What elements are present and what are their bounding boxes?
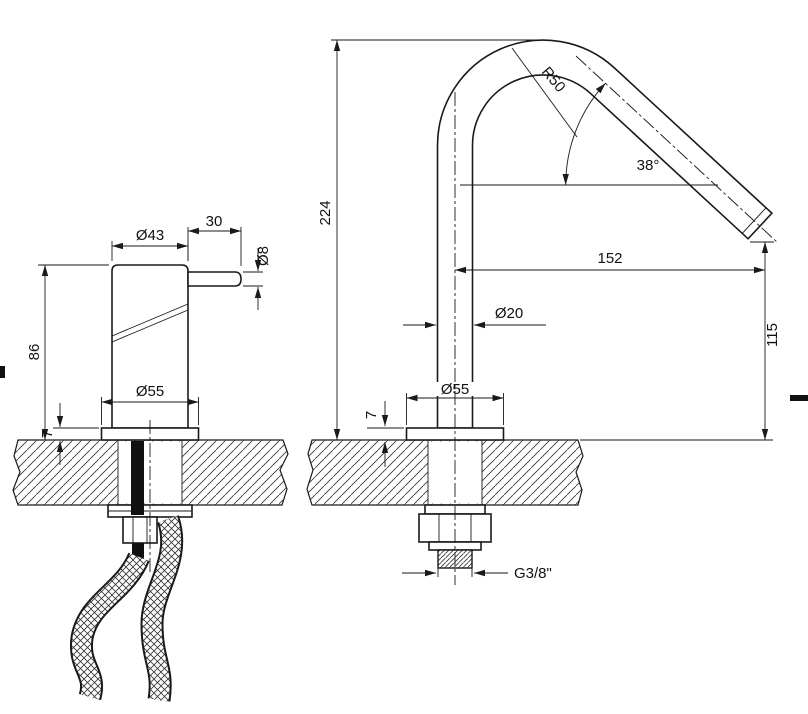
shank-edges xyxy=(427,440,483,505)
dim-label-spout-reach: 152 xyxy=(597,250,622,267)
dim-label-thread-size: G3/8" xyxy=(514,565,552,582)
dim-label-lever-diameter: Ø8 xyxy=(255,246,272,266)
mounting-stud-end xyxy=(132,543,144,559)
dim-label-outlet-height: 115 xyxy=(764,323,781,347)
dim-label-spout-angle: 38° xyxy=(637,157,660,174)
dim-label-body-diameter: Ø43 xyxy=(136,227,164,244)
dim-thread-size: G3/8" xyxy=(402,565,552,582)
dim-total-height: 224 xyxy=(317,39,543,440)
dim-body-height: 86 xyxy=(26,264,109,440)
left-view-mixer-control: Ø43 30 Ø8 86 Ø55 xyxy=(12,213,289,702)
dim-label-base-diameter-left: Ø55 xyxy=(136,383,164,400)
mixer-lever xyxy=(187,271,242,287)
spout-tube xyxy=(436,39,774,429)
border-mark-left xyxy=(0,366,5,378)
border-mark-right xyxy=(790,395,808,401)
supply-hose-right xyxy=(140,515,184,702)
dim-base-diameter-left: Ø55 xyxy=(101,383,199,425)
dim-lever-length: 30 xyxy=(187,213,242,266)
mixer-body xyxy=(111,264,189,429)
mixer-body-joint xyxy=(111,303,189,343)
dim-tube-diameter: Ø20 xyxy=(403,305,546,329)
mounting-stud xyxy=(131,441,144,515)
dim-label-base-diameter-right: Ø55 xyxy=(441,381,469,398)
dim-spout-reach: 152 xyxy=(455,250,765,274)
counter-hole-edges-left xyxy=(117,440,183,505)
dim-label-base-thickness-left: 7 xyxy=(39,430,56,438)
dim-base-thickness-left: 7 xyxy=(39,403,99,465)
mounting-nut-facets xyxy=(132,517,148,543)
mounting-nut xyxy=(122,516,158,544)
dim-label-body-height: 86 xyxy=(26,344,43,361)
dim-lever-diameter: Ø8 xyxy=(243,246,272,310)
dim-base-thickness-right: 7 xyxy=(363,401,404,467)
right-view-spout: 224 R50 38° 152 Ø20 115 xyxy=(306,39,781,585)
dim-body-diameter: Ø43 xyxy=(111,227,189,261)
dim-spout-angle: 38° xyxy=(460,82,718,186)
lock-nut-facets xyxy=(438,514,472,542)
dim-label-base-thickness-right: 7 xyxy=(363,411,380,419)
supply-hose-left xyxy=(69,552,150,701)
dim-label-lever-length: 30 xyxy=(206,213,223,230)
dim-label-total-height: 224 xyxy=(317,200,334,225)
dim-outlet-height: 115 xyxy=(580,241,781,441)
dim-base-diameter-right: Ø55 xyxy=(406,381,504,425)
dim-label-tube-diameter: Ø20 xyxy=(495,305,523,322)
